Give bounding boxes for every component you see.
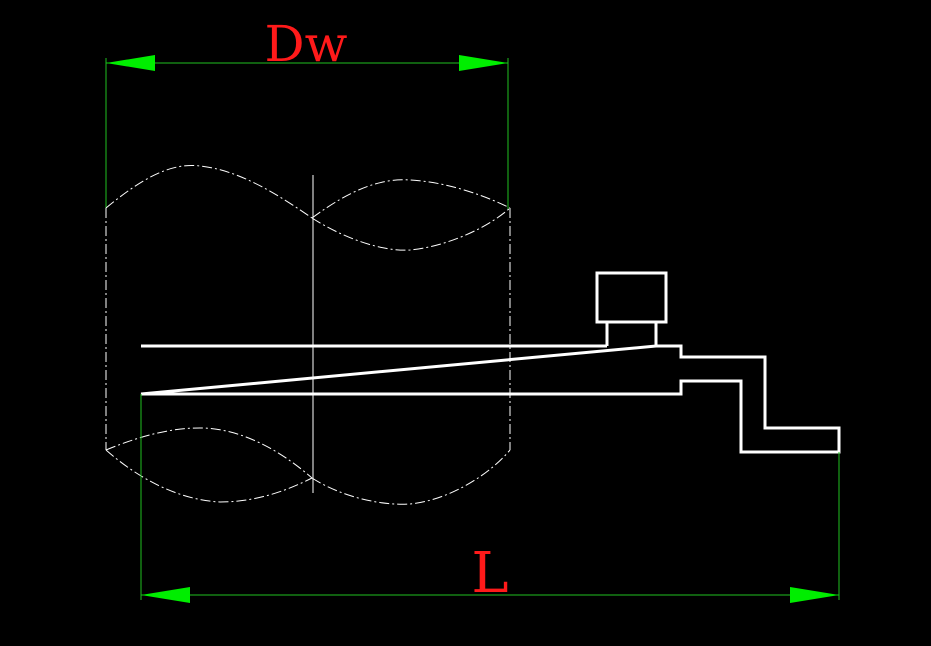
l-dimension: L (140, 394, 840, 606)
upper-flight-right-bottom (311, 207, 511, 251)
lower-flight-left-bottom (105, 449, 313, 503)
dw-label: Dw (265, 15, 348, 73)
motor-box (595, 271, 668, 324)
shaft-assembly (140, 271, 841, 454)
dw-arrow-right (459, 55, 508, 71)
lower-flight-right-bottom (311, 449, 511, 505)
l-arrow-right (790, 587, 839, 603)
dw-arrow-left (106, 55, 155, 71)
l-arrow-left (141, 587, 190, 603)
lower-flight-left-top (105, 427, 313, 479)
upper-flight-right-top (311, 179, 511, 219)
l-label: L (471, 541, 508, 606)
screw-outline (105, 164, 511, 505)
upper-flight-left-top (105, 164, 313, 219)
dw-dimension: Dw (105, 15, 509, 210)
shaft-body (140, 344, 841, 454)
